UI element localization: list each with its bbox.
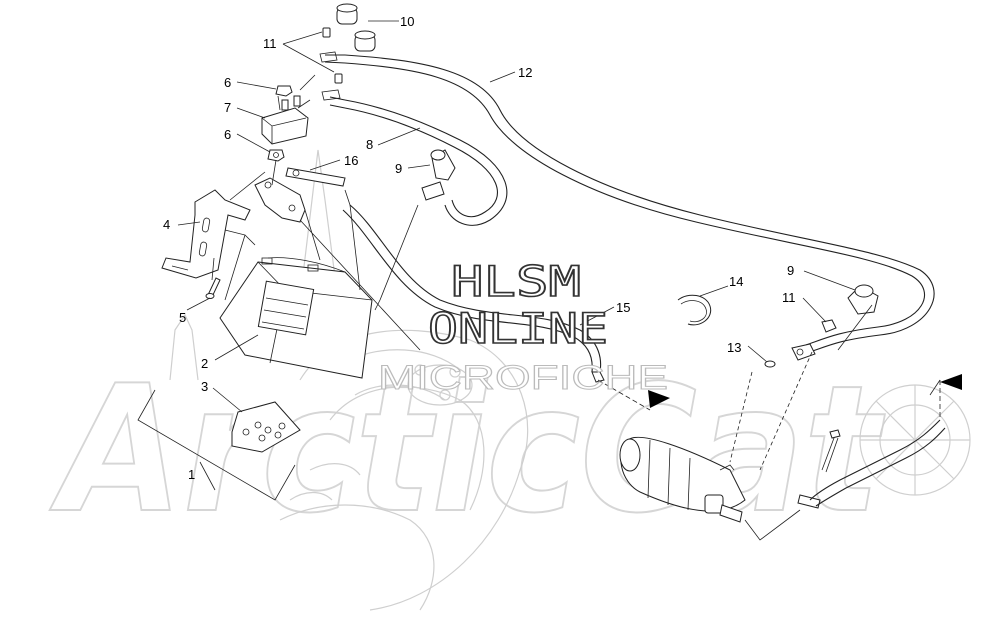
bracket-4: [161, 189, 251, 279]
callout-15: 15: [616, 300, 630, 315]
callout-13: 13: [727, 340, 741, 355]
watermark-line2: ONLINE: [428, 304, 608, 353]
nut-11-upper: [319, 27, 343, 101]
cable-12: [324, 54, 935, 353]
callout-2: 2: [201, 356, 208, 371]
washer-13: [764, 360, 776, 368]
brand-logo-text: ArcticCat: [49, 349, 886, 552]
kit-bracket-1: [137, 389, 296, 501]
callout-9-left: 9: [395, 161, 402, 176]
battery-2: [219, 257, 373, 379]
callout-6-upper: 6: [224, 75, 231, 90]
mount-plate: [254, 177, 306, 223]
callout-3: 3: [201, 379, 208, 394]
callout-16: 16: [344, 153, 358, 168]
callout-6-lower: 6: [224, 127, 231, 142]
boot-10-lower: [354, 30, 376, 52]
clamp-14: [677, 294, 712, 326]
connection-lines: [211, 74, 941, 541]
callout-8: 8: [366, 137, 373, 152]
brand-logo-watermark: ArcticCat: [48, 149, 971, 553]
starter-motor: [619, 436, 746, 523]
callout-11-upper: 11: [263, 36, 277, 51]
callout-labels: 10 11 12 6 7 6 8 16 9 4 5 2 3 1 14 15 9 …: [163, 14, 796, 482]
boot-10-upper: [336, 3, 358, 25]
callout-14: 14: [729, 274, 743, 289]
decal-3: [231, 401, 301, 453]
callout-7: 7: [224, 100, 231, 115]
callout-5: 5: [179, 310, 186, 325]
nut-11-right: [821, 319, 837, 333]
callout-9-right: 9: [787, 263, 794, 278]
engine-outline-ghost: [279, 329, 529, 611]
leader-lines: [177, 20, 856, 491]
hlsm-watermark: HLSM ONLINE MICROFICHE: [378, 256, 669, 397]
strap-16: [285, 167, 346, 187]
cable-ground: [797, 380, 946, 509]
callout-11-right: 11: [782, 290, 796, 305]
callout-4: 4: [163, 217, 170, 232]
nut-6-upper: [275, 85, 293, 97]
boot-9-left: [421, 149, 456, 201]
solenoid-7: [261, 95, 309, 145]
callout-1: 1: [188, 467, 195, 482]
bolt: [821, 429, 841, 473]
watermark-line1: HLSM: [451, 257, 581, 306]
cable-15: [342, 204, 651, 411]
arrow-left-connector: [648, 390, 670, 408]
watermark-line3: MICROFICHE: [378, 359, 668, 397]
callout-10: 10: [400, 14, 414, 29]
screw-5: [205, 277, 221, 299]
nut-6-lower: [267, 149, 285, 162]
callout-12: 12: [518, 65, 532, 80]
arrow-right-connector: [940, 374, 962, 390]
terminal-right: [791, 343, 816, 361]
